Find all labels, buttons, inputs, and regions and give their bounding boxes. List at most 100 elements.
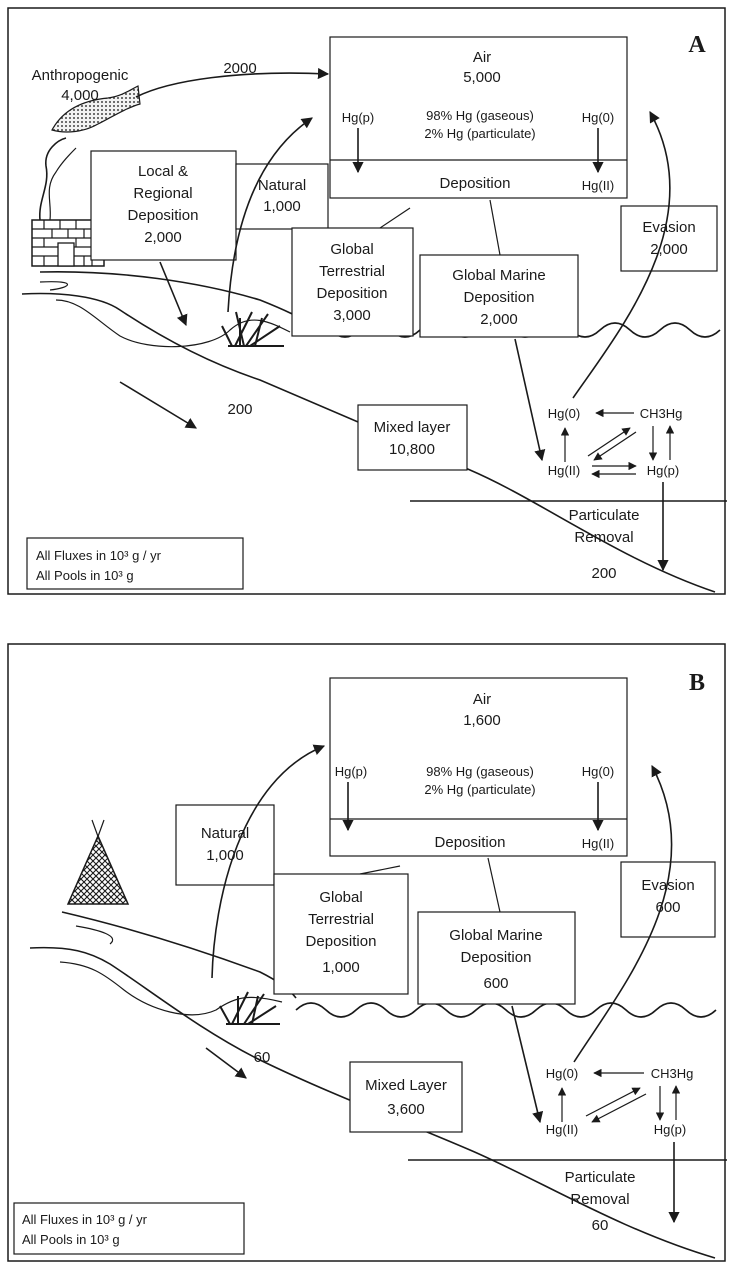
removal-line2: Removal [574, 529, 633, 546]
air-value: 1,600 [463, 712, 501, 729]
coastline-b [29, 946, 716, 1259]
species-hg0: Hg(0) [548, 406, 581, 421]
air-hg-0: Hg(0) [582, 110, 615, 125]
evasion-label: Evasion [642, 219, 695, 236]
evasion-label: Evasion [641, 877, 694, 894]
coastline-a [21, 292, 716, 593]
terrestrial-value: 3,000 [333, 307, 371, 324]
marine-deposition-arrow [511, 1005, 544, 1124]
anthropogenic-flux-value: 2000 [223, 60, 256, 77]
air-deposition-label: Deposition [435, 834, 506, 851]
local-regional-line1: Local & [138, 163, 188, 180]
units-box [26, 537, 244, 590]
panel-b: B Air 1,600 Hg(p) Hg(0) 98% Hg (gaseous)… [7, 643, 727, 1262]
sea-surface-b [295, 1002, 717, 1018]
natural-value: 1,000 [263, 198, 301, 215]
terrestrial-line3: Deposition [317, 285, 388, 302]
natural-label: Natural [258, 177, 306, 194]
bush-icon [219, 991, 280, 1025]
local-deposition-arrow [159, 261, 188, 327]
species-ch3hg: CH3Hg [651, 1066, 694, 1081]
air-hg-ii: Hg(II) [582, 836, 615, 851]
natural-box [235, 163, 329, 230]
local-regional-line2: Regional [133, 185, 192, 202]
local-regional-value: 2,000 [144, 229, 182, 246]
removal-line2: Removal [570, 1191, 629, 1208]
removal-line1: Particulate [565, 1169, 636, 1186]
river-flux-value: 60 [254, 1049, 271, 1066]
units-box [13, 1202, 245, 1255]
mixed-layer-label: Mixed layer [374, 419, 451, 436]
units-fluxes: All Fluxes in 10³ g / yr [36, 548, 162, 563]
marine-line1: Global Marine [449, 927, 542, 944]
air-box: Air 1,600 Hg(p) Hg(0) 98% Hg (gaseous) 2… [329, 677, 628, 857]
units-fluxes: All Fluxes in 10³ g / yr [22, 1212, 148, 1227]
natural-value: 1,000 [206, 847, 244, 864]
air-gaseous-share: 98% Hg (gaseous) [426, 108, 534, 123]
marine-line1: Global Marine [452, 267, 545, 284]
removal-line1: Particulate [569, 507, 640, 524]
anthropogenic-label: Anthropogenic [32, 67, 129, 84]
marine-line2: Deposition [461, 949, 532, 966]
air-hg-p: Hg(p) [335, 764, 368, 779]
species-hgp: Hg(p) [654, 1122, 687, 1137]
anthropogenic-value: 4,000 [61, 87, 99, 104]
terrestrial-line3: Deposition [306, 933, 377, 950]
terrestrial-line1: Global [319, 889, 362, 906]
factory-icon [31, 85, 141, 267]
air-hg-p: Hg(p) [342, 110, 375, 125]
marine-box [417, 911, 576, 1005]
marine-value: 2,000 [480, 311, 518, 328]
panel-b-letter: B [689, 670, 705, 696]
terrestrial-line1: Global [330, 241, 373, 258]
species-ch3hg: CH3Hg [640, 406, 683, 421]
species-hgii: Hg(II) [548, 463, 581, 478]
removal-value: 200 [591, 565, 616, 582]
terrestrial-line2: Terrestrial [319, 263, 385, 280]
natural-label: Natural [201, 825, 249, 842]
mixed-layer-value: 3,600 [387, 1101, 425, 1118]
marine-deposition-arrow [514, 338, 546, 462]
air-hg-0: Hg(0) [582, 764, 615, 779]
panel-a-letter: A [688, 32, 706, 58]
species-hgii: Hg(II) [546, 1122, 579, 1137]
units-pools: All Pools in 10³ g [36, 568, 134, 583]
units-pools: All Pools in 10³ g [22, 1232, 120, 1247]
natural-emission-arrow [227, 117, 313, 313]
air-label: Air [473, 49, 491, 66]
air-particulate-share: 2% Hg (particulate) [424, 126, 535, 141]
tipi-icon [66, 819, 130, 905]
evasion-box [620, 861, 716, 938]
local-regional-line3: Deposition [128, 207, 199, 224]
marine-line2: Deposition [464, 289, 535, 306]
evasion-value: 2,000 [650, 241, 688, 258]
anthropogenic-emission-arrow [135, 67, 330, 98]
air-particulate-share: 2% Hg (particulate) [424, 782, 535, 797]
river-flux-arrow [119, 381, 197, 429]
river-flux-value: 200 [227, 401, 252, 418]
species-hgp: Hg(p) [647, 463, 680, 478]
river-flux-arrow [205, 1047, 247, 1079]
terrestrial-line2: Terrestrial [308, 911, 374, 928]
terrestrial-value: 1,000 [322, 959, 360, 976]
mixed-layer-box [357, 404, 468, 471]
evasion-arrow [572, 111, 671, 399]
air-box: Air 5,000 Hg(p) Hg(0) 98% Hg (gaseous) 2… [329, 36, 628, 199]
natural-box [175, 804, 275, 886]
air-hg-ii: Hg(II) [582, 178, 615, 193]
air-label: Air [473, 691, 491, 708]
natural-emission-arrow [211, 744, 326, 979]
air-value: 5,000 [463, 69, 501, 86]
bush-icon [221, 311, 284, 347]
mixed-layer-box [349, 1061, 463, 1133]
mixed-layer-label: Mixed Layer [365, 1077, 447, 1094]
local-regional-box [90, 150, 237, 261]
evasion-arrow [573, 765, 673, 1063]
terrestrial-box [291, 227, 414, 337]
panel-a: A Anthropogenic 4,000 2000 Air 5,000 Hg(… [7, 7, 727, 595]
marine-value: 600 [483, 975, 508, 992]
mixed-layer-value: 10,800 [389, 441, 435, 458]
terrestrial-box [273, 873, 409, 995]
air-gaseous-share: 98% Hg (gaseous) [426, 764, 534, 779]
